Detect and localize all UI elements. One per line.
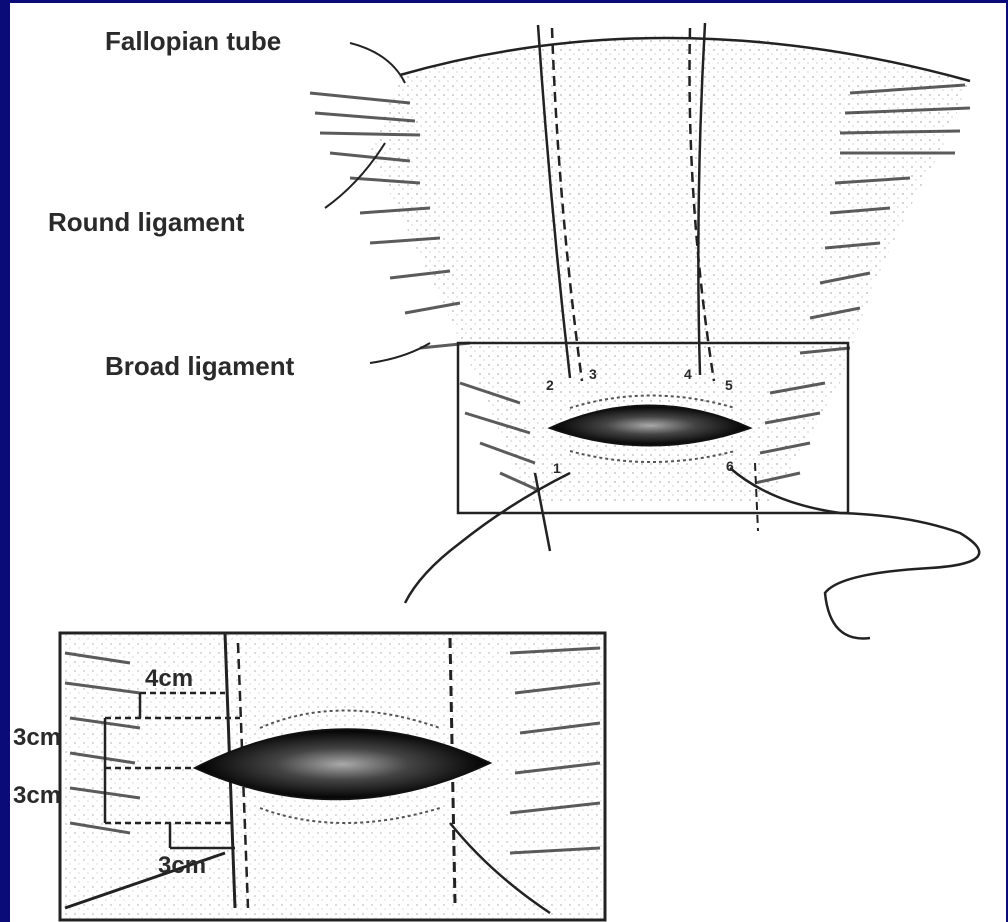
diagram-canvas: 1 2 3 4 5 6 Fallopian tube Round ligamen…	[10, 3, 1006, 922]
broad-ligament-leader	[370, 343, 430, 363]
uterus-illustration: 1 2 3 4 5 6	[310, 23, 979, 638]
dim-lower-height: 3cm	[13, 782, 61, 809]
dim-top-width: 4cm	[145, 665, 193, 692]
suture-needle-right	[730, 468, 979, 638]
point-3: 3	[589, 366, 597, 382]
label-broad-ligament: Broad ligament	[105, 351, 295, 381]
dim-upper-height: 3cm	[13, 724, 61, 751]
dim-bottom-width: 3cm	[158, 852, 206, 879]
point-6: 6	[726, 458, 734, 474]
point-4: 4	[684, 366, 692, 382]
label-round-ligament: Round ligament	[48, 207, 245, 237]
point-2: 2	[546, 377, 554, 393]
uterine-compression-suture-diagram: 1 2 3 4 5 6 Fallopian tube Round ligamen…	[10, 3, 1006, 922]
fallopian-tube-leader	[350, 43, 405, 83]
inset-detail: 4cm 3cm 3cm 3cm	[13, 633, 605, 920]
point-1: 1	[553, 460, 561, 476]
point-5: 5	[725, 377, 733, 393]
label-fallopian-tube: Fallopian tube	[105, 26, 281, 56]
